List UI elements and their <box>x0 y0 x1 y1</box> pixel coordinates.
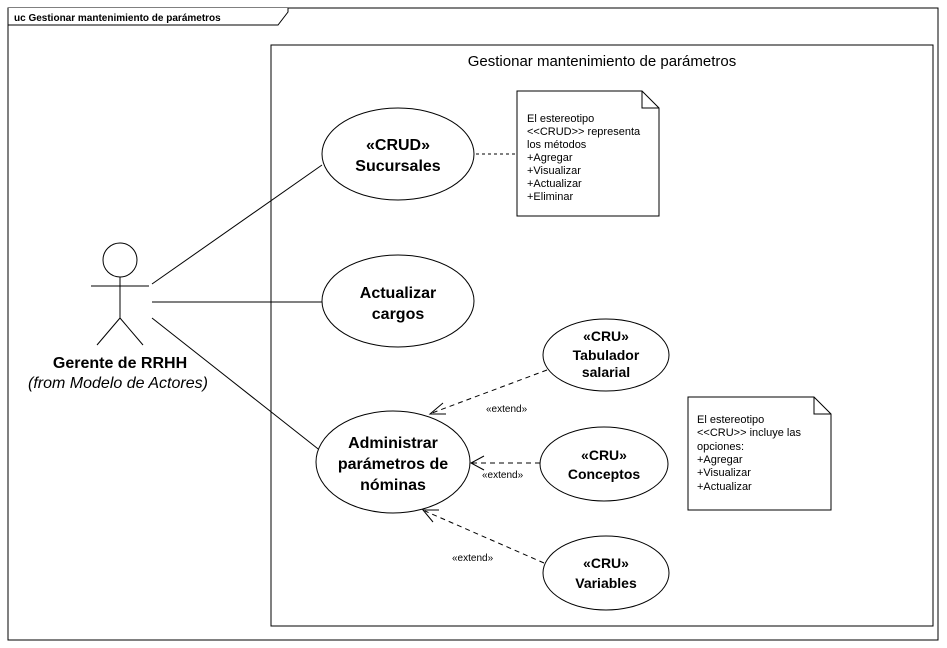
note-crud-line: +Actualizar <box>527 178 582 190</box>
note-cru-line: <<CRU>> incluye las <box>697 427 801 439</box>
note-cru-fold <box>813 397 831 415</box>
frame-tab <box>7 8 289 26</box>
note-crud-line: los métodos <box>527 139 587 151</box>
use-case-actualizar-cargos[interactable]: Actualizar cargos <box>321 254 475 348</box>
extend-tabulador-line <box>431 369 548 414</box>
note-cru-line: opciones: <box>697 441 744 453</box>
extend-conceptos-label: «extend» <box>482 470 524 481</box>
actor-figure[interactable] <box>91 242 149 346</box>
use-case-tabulador-line2: salarial <box>582 364 630 380</box>
association-sucursales <box>151 164 323 285</box>
note-crud-body <box>516 90 660 217</box>
use-case-variables-name: Variables <box>575 575 637 591</box>
note-cru-line: +Visualizar <box>697 467 751 479</box>
note-crud-line: <<CRUD>> representa <box>527 126 641 138</box>
use-case-sucursales[interactable]: «CRUD» Sucursales <box>321 107 475 201</box>
note-cru: El estereotipo <<CRU>> incluye las opcio… <box>687 396 832 511</box>
boundary-title: Gestionar mantenimiento de parámetros <box>468 53 736 70</box>
extend-tabulador-arrowhead <box>428 402 446 415</box>
use-case-conceptos-name: Conceptos <box>568 466 641 482</box>
use-case-tabulador-ellipse <box>542 318 670 392</box>
note-cru-body <box>687 396 832 511</box>
use-case-conceptos-ellipse <box>539 426 669 502</box>
extend-variables-line <box>424 510 545 564</box>
use-case-cargos-ellipse <box>321 254 475 348</box>
actor-name: Gerente de RRHH <box>53 355 187 372</box>
note-cru-line: +Actualizar <box>697 481 752 493</box>
note-cru-line: +Agregar <box>697 454 743 466</box>
actor-from: (from Modelo de Actores) <box>28 375 208 392</box>
use-case-nominas-line3: nóminas <box>360 477 426 494</box>
use-case-cargos-line2: cargos <box>372 306 425 323</box>
actor-right-leg <box>119 317 144 346</box>
extend-tabulador-label: «extend» <box>486 404 528 415</box>
use-case-nominas-ellipse <box>315 410 471 514</box>
note-cru-line: El estereotipo <box>697 414 764 426</box>
extend-variables-arrowhead <box>421 509 439 523</box>
note-crud-fold <box>641 91 659 109</box>
extend-tabulador: «extend» <box>428 369 548 415</box>
frame-label: uc Gestionar mantenimiento de parámetros <box>14 13 221 24</box>
note-crud-line: +Agregar <box>527 152 573 164</box>
extend-conceptos: «extend» <box>469 455 540 481</box>
use-case-sucursales-name: Sucursales <box>355 158 440 175</box>
use-case-tabulador-salarial[interactable]: «CRU» Tabulador salarial <box>542 318 670 392</box>
actor-left-leg <box>96 317 121 346</box>
use-case-variables-ellipse <box>542 535 670 611</box>
note-crud: El estereotipo <<CRUD>> representa los m… <box>516 90 660 217</box>
use-case-variables[interactable]: «CRU» Variables <box>542 535 670 611</box>
note-crud-line: +Eliminar <box>527 191 573 203</box>
use-case-nominas-line2: parámetros de <box>338 456 448 473</box>
association-nominas <box>151 317 323 453</box>
use-case-sucursales-stereotype: «CRUD» <box>366 137 430 154</box>
extend-variables: «extend» <box>421 509 545 564</box>
use-case-tabulador-stereotype: «CRU» <box>583 328 629 344</box>
note-crud-line: El estereotipo <box>527 113 594 125</box>
actor-head <box>102 242 138 278</box>
use-case-tabulador-line1: Tabulador <box>573 347 640 363</box>
use-case-conceptos-stereotype: «CRU» <box>581 447 627 463</box>
use-case-variables-stereotype: «CRU» <box>583 555 629 571</box>
note-crud-line: +Visualizar <box>527 165 581 177</box>
use-case-conceptos[interactable]: «CRU» Conceptos <box>539 426 669 502</box>
extend-variables-label: «extend» <box>452 553 494 564</box>
use-case-cargos-line1: Actualizar <box>360 285 436 302</box>
extend-conceptos-arrowhead <box>469 455 485 471</box>
use-case-nominas-line1: Administrar <box>348 435 438 452</box>
use-case-sucursales-ellipse <box>321 107 475 201</box>
use-case-administrar-nominas[interactable]: Administrar parámetros de nóminas <box>315 410 471 514</box>
